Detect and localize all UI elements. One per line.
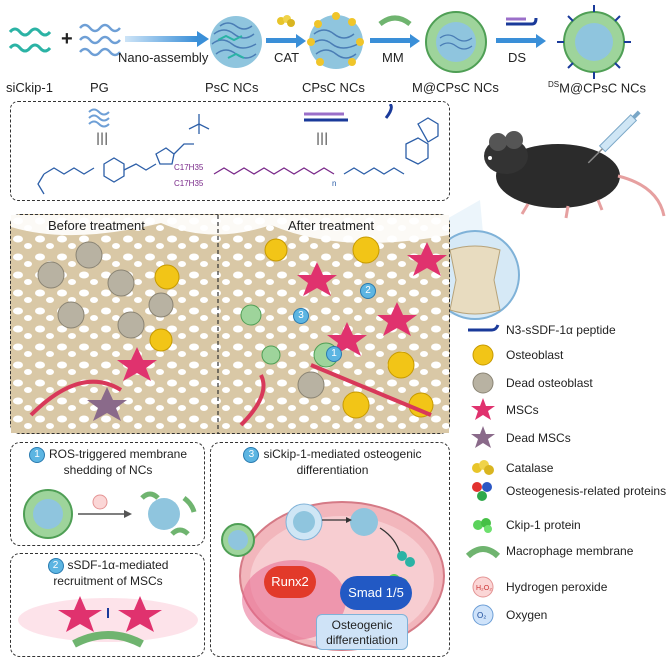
- catalase-icon: [466, 456, 500, 480]
- label-cpsc-ncs: CPsC NCs: [302, 80, 365, 95]
- mm-arrow: [370, 34, 420, 48]
- membrane-small-icon: [378, 15, 412, 27]
- panel-sdf-recruitment: [10, 553, 205, 657]
- bone-scene: [11, 215, 449, 433]
- label-m-cpsc-ncs: M@CPsC NCs: [412, 80, 499, 95]
- svg-text:O₂: O₂: [477, 611, 486, 620]
- label-sickip-1: siCkip-1: [6, 80, 53, 95]
- step-cat: CAT: [274, 50, 300, 65]
- step-ds: DS: [508, 50, 527, 65]
- label-pg: PG: [90, 80, 109, 95]
- equals-sign-left: |||: [96, 131, 108, 145]
- step-nano-assembly: Nano-assembly: [118, 50, 209, 65]
- dead-msc-icon: [466, 426, 500, 450]
- m-cpsc-nc-icon: [425, 11, 487, 73]
- chem-c17h35-1: C17H35: [174, 163, 204, 172]
- mouse-illustration: [484, 110, 666, 219]
- hydrogen-peroxide-icon: H₂O₂: [466, 575, 500, 599]
- legend-item-dead-osteoblast: Dead osteoblast: [466, 371, 669, 395]
- cell-illustration: [221, 501, 445, 651]
- sickip-1-icon: [8, 27, 52, 53]
- smad-protein: Smad 1/5: [340, 576, 412, 610]
- runx2-protein: Runx2: [264, 566, 316, 598]
- legend-item-catalase: Catalase: [466, 456, 669, 480]
- ds-arrow: [496, 34, 546, 48]
- psc-nc-icon: [210, 16, 262, 68]
- sdf-recruitment-illustration: [18, 596, 198, 648]
- scene-marker-1: 1: [326, 346, 342, 362]
- legend-item-ckip: Ckip-1 protein: [466, 513, 669, 537]
- ros-shedding-illustration: [23, 489, 197, 539]
- svg-text:H₂O₂: H₂O₂: [476, 585, 492, 592]
- msc-icon: [466, 398, 500, 422]
- chemical-structures: ||| ||| C17H35 C17H35 n: [37, 104, 439, 195]
- legend-item-h2o2: H₂O₂ Hydrogen peroxide: [466, 575, 669, 599]
- legend-item-dead-mscs: Dead MSCs: [466, 426, 669, 450]
- pg-polymer-icon: [79, 23, 121, 57]
- ds-m-cpsc-nc-icon: [557, 5, 631, 79]
- label-psc-ncs: PsC NCs: [205, 80, 259, 95]
- cat-arrow: [266, 34, 306, 48]
- label-ds-m-cpsc-ncs: DSM@CPsC NCs: [548, 80, 646, 96]
- legend-item-oxygen: O₂ Oxygen: [466, 603, 669, 627]
- before-treatment-label: Before treatment: [48, 218, 145, 233]
- dead-osteoblast-icon: [466, 371, 500, 395]
- nano-assembly-arrow: [125, 31, 209, 47]
- catalase-small-icon: [277, 15, 295, 27]
- panel-ros-shedding: [10, 442, 205, 546]
- legend-item-mscs: MSCs: [466, 398, 669, 422]
- step-mm: MM: [382, 50, 404, 65]
- scene-marker-3: 3: [293, 308, 309, 324]
- after-treatment-label: After treatment: [288, 218, 374, 233]
- legend-item-osteo-proteins: Osteogenesis-related proteins: [466, 479, 669, 503]
- macrophage-membrane-icon: [466, 539, 500, 563]
- ckip-icon: [466, 513, 500, 537]
- chemical-structure-box: [10, 101, 450, 201]
- osteoblast-icon: [466, 343, 500, 367]
- chem-c17h35-2: C17H35: [174, 179, 204, 188]
- panel-osteogenic-differentiation: [210, 442, 450, 657]
- cpsc-nc-icon: [307, 12, 364, 69]
- equals-sign-right: |||: [316, 131, 328, 145]
- scene-marker-2: 2: [360, 283, 376, 299]
- legend-item-membrane: Macrophage membrane: [466, 539, 669, 563]
- ds-peptide-small-icon: [506, 17, 538, 26]
- chem-n-subscript: n: [332, 179, 336, 188]
- legend-item-peptide: N3-sSDF-1α peptide: [466, 318, 669, 342]
- plus-sign: +: [61, 28, 73, 50]
- peptide-icon: [466, 318, 500, 342]
- oxygen-icon: O₂: [466, 603, 500, 627]
- legend-item-osteoblast: Osteoblast: [466, 343, 669, 367]
- osteogenic-differentiation-box: Osteogenic differentiation: [316, 614, 408, 650]
- osteo-protein-icon: [466, 479, 500, 503]
